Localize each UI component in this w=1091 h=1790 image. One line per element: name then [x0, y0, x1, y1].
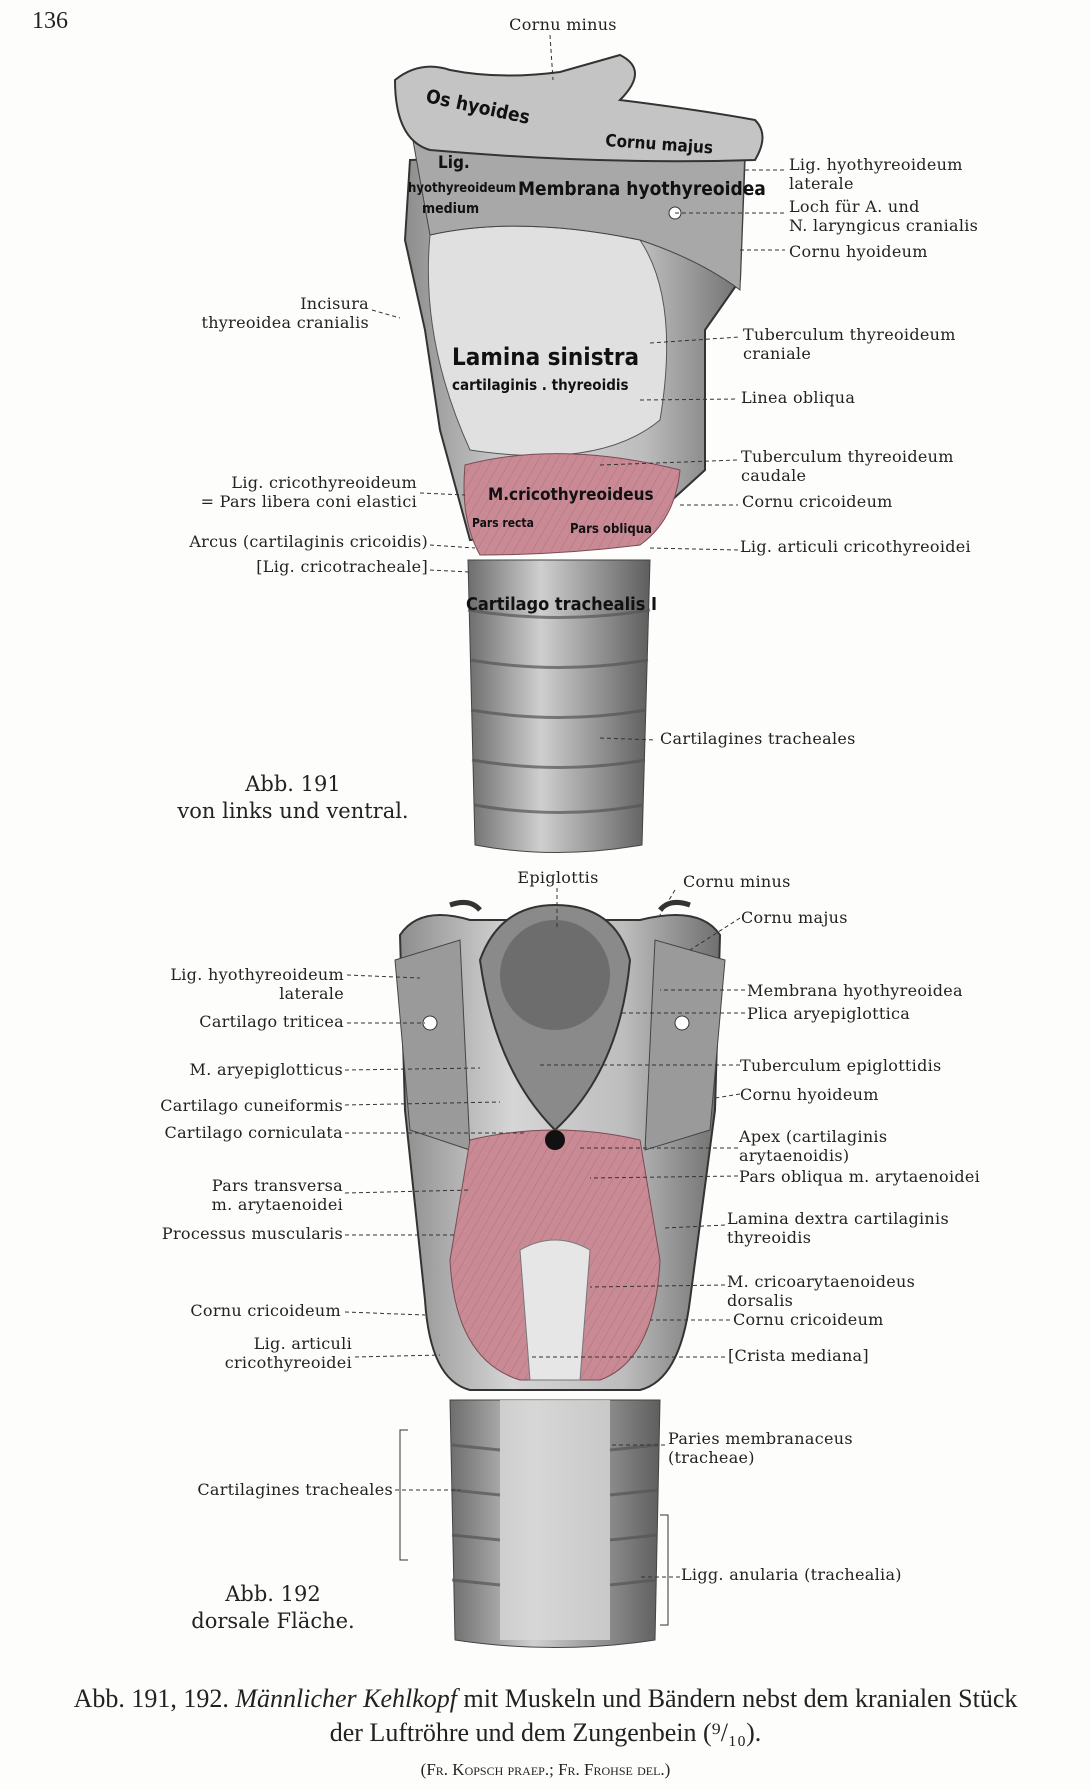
membrana-hyothyreoidea	[411, 134, 746, 291]
label-cornu-cricoideum: Cornu cricoideum	[742, 492, 893, 511]
caption-italic: Männlicher Kehlkopf	[235, 1684, 458, 1713]
os-hyoides	[393, 53, 764, 163]
label-triticea: Cartilago triticea	[199, 1012, 344, 1031]
page-number: 136	[32, 8, 68, 34]
svg-text:medium: medium	[422, 201, 479, 217]
fig192-drawing	[344, 888, 745, 1648]
svg-text:Membrana hyothyreoidea: Membrana hyothyreoidea	[518, 178, 766, 200]
label-arcus: Arcus (cartilaginis cricoidis)	[189, 532, 428, 551]
svg-text:cartilaginis . thyreoidis: cartilaginis . thyreoidis	[452, 376, 629, 394]
label-lig-articuli: Lig. articuli cricothyreoidei	[740, 537, 971, 556]
svg-text:Pars obliqua: Pars obliqua	[570, 522, 652, 537]
lamina-sinistra	[427, 225, 668, 457]
fig191-drawing: Os hyoides Cornu majus Lig. hyothyreoide…	[371, 34, 785, 853]
label-cornu-cricoideum-right: Cornu cricoideum	[733, 1310, 884, 1329]
label-m-aryepiglotticus: M. aryepiglotticus	[189, 1060, 343, 1079]
label-crista-mediana: [Crista mediana]	[728, 1346, 869, 1365]
label-cornu-hyoideum: Cornu hyoideum	[789, 242, 928, 261]
label-m-cricoarytaenoideus: M. cricoarytaenoideus dorsalis	[727, 1272, 916, 1310]
label-lig-articuli-2: Lig. articuli cricothyreoidei	[224, 1334, 352, 1372]
caption-line-2: der Luftröhre und dem Zungenbein (⁹/₁₀).	[329, 1718, 762, 1747]
fig192-title: Abb. 192 dorsale Fläche.	[191, 1582, 355, 1633]
label-linea-obliqua: Linea obliqua	[741, 388, 856, 407]
label-cornu-majus: Cornu majus	[741, 908, 848, 927]
label-tuberculum-epiglottidis: Tuberculum epiglottidis	[740, 1056, 942, 1075]
label-cuneiformis: Cartilago cuneiformis	[160, 1096, 343, 1115]
fig191-title: Abb. 191 von links und ventral.	[177, 772, 409, 823]
label-ligg-anularia: Ligg. anularia (trachealia)	[681, 1565, 902, 1584]
label-paries-membranaceus: Paries membranaceus (tracheae)	[668, 1429, 853, 1467]
svg-text:Cartilago trachealis I: Cartilago trachealis I	[466, 594, 657, 615]
label-pars-obliqua: Pars obliqua m. arytaenoidei	[739, 1167, 981, 1186]
label-plica: Plica aryepiglottica	[747, 1004, 911, 1023]
label-cartilagines-tracheales: Cartilagines tracheales	[660, 729, 856, 748]
label-processus-muscularis: Processus muscularis	[161, 1224, 343, 1243]
label-lig-cricotracheale: [Lig. cricotracheale]	[256, 557, 428, 576]
label-tuberculum-caudale: Tuberculum thyreoideum caudale	[741, 447, 954, 485]
svg-text:Lig.: Lig.	[438, 153, 470, 173]
label-corniculata: Cartilago corniculata	[164, 1123, 343, 1142]
caption-prefix: Abb. 191, 192.	[73, 1684, 236, 1713]
label-tuberculum-craniale: Tuberculum thyreoideum craniale	[743, 325, 956, 363]
label-cornu-hyoideum-2: Cornu hyoideum	[740, 1085, 879, 1104]
label-epiglottis: Epiglottis	[517, 868, 599, 887]
label-lig-hyo-lat-2: Lig. hyothyreoideum laterale	[170, 965, 344, 1003]
caption-credits: (Fr. Kopsch praep.; Fr. Frohse del.)	[420, 1760, 671, 1779]
caption-rest: mit Muskeln und Bändern nebst dem krania…	[457, 1684, 1018, 1713]
label-cornu-minus-2: Cornu minus	[683, 872, 791, 891]
label-lamina-dextra: Lamina dextra cartilaginis thyreoidis	[727, 1209, 949, 1247]
svg-text:Pars recta: Pars recta	[472, 516, 534, 530]
svg-text:M.cricothyreoideus: M.cricothyreoideus	[488, 485, 654, 505]
trachea-191	[467, 559, 651, 853]
label-membrana: Membrana hyothyreoidea	[747, 981, 963, 1000]
crista-mediana	[519, 1239, 591, 1381]
label-cornu-minus: Cornu minus	[509, 15, 617, 34]
caption-line-1: Abb. 191, 192. Männlicher Kehlkopf mit M…	[0, 1684, 1091, 1714]
label-pars-transversa: Pars transversa m. arytaenoidei	[211, 1176, 343, 1214]
label-apex: Apex (cartilaginis arytaenoidis)	[739, 1127, 888, 1165]
label-cartilagines-tracheales-2: Cartilagines tracheales	[197, 1480, 393, 1499]
label-lig-cricothyreoideum: Lig. cricothyreoideum = Pars libera coni…	[200, 473, 417, 511]
label-loch: Loch für A. und N. laryngicus cranialis	[789, 197, 979, 235]
svg-text:Lamina sinistra: Lamina sinistra	[452, 343, 639, 371]
svg-text:hyothyreoideum: hyothyreoideum	[408, 181, 516, 196]
label-lig-hyothyreoideum-laterale: Lig. hyothyreoideum laterale	[789, 155, 963, 193]
label-incisura: Incisura thyreoidea cranialis	[201, 294, 369, 332]
label-cornu-cricoideum-left: Cornu cricoideum	[190, 1301, 341, 1320]
